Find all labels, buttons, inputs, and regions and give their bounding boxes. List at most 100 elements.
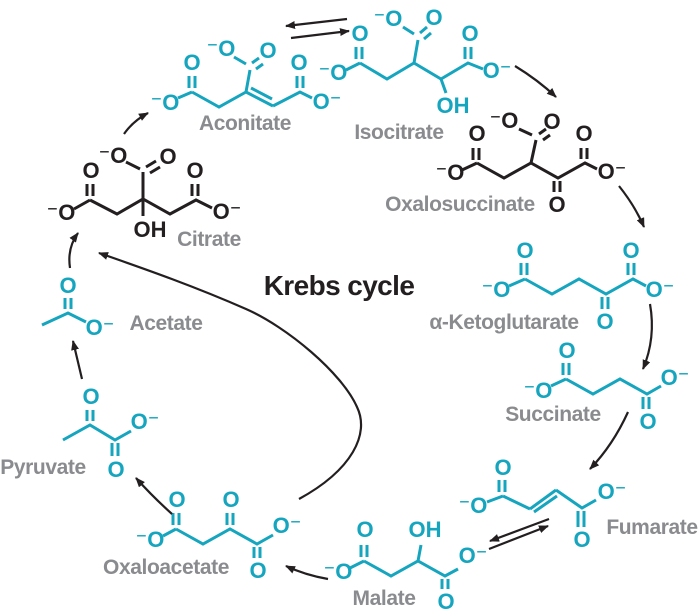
arrow-citrate-to-aconitate <box>123 112 149 135</box>
molecule-acetate: O O⁻ Acetate <box>41 273 203 340</box>
label-ketoglutarate: α-Ketoglutarate <box>429 311 578 334</box>
label-acetate: Acetate <box>129 312 202 335</box>
atom-label: O⁻ <box>598 159 627 184</box>
molecule-fumarate: ⁻O O O O⁻ Fumarate <box>459 455 698 552</box>
arrow-oxaloacetate-to-citrate <box>98 251 362 500</box>
molecule-malate: ⁻O O OH O O⁻ Malate <box>324 517 488 614</box>
label-citrate: Citrate <box>177 228 241 251</box>
equilibrium-arrow-isocitrate-to-aconitate <box>285 17 348 29</box>
aconitate-bonds <box>177 55 313 109</box>
atom-label: O <box>468 121 485 146</box>
oxaloacetate-bonds <box>162 513 274 558</box>
atom-label: O⁻ <box>661 365 690 390</box>
atom-label: O <box>558 338 575 363</box>
arrow-isocitrate-to-oxalosuccinate <box>514 65 557 98</box>
oxalosuccinate-bonds <box>461 127 598 192</box>
atom-label: O <box>494 455 511 480</box>
atom-label: O <box>159 144 176 169</box>
label-aconitate: Aconitate <box>199 112 291 135</box>
atom-label: ⁻O <box>374 6 403 31</box>
atom-label: OH <box>134 217 167 242</box>
atom-label: ⁻O <box>324 559 353 584</box>
fumarate-bonds <box>486 480 597 527</box>
equilibrium-arrow-aconitate-to-isocitrate <box>290 28 350 40</box>
atom-label: O <box>259 38 276 63</box>
atom-label: O⁻ <box>86 315 115 340</box>
atom-label: ⁻O <box>490 108 519 133</box>
molecule-pyruvate: O O⁻ O Pyruvate <box>0 384 159 482</box>
molecule-aconitate: ⁻O O ⁻O O O O⁻ Aconitate <box>151 36 342 135</box>
label-oxaloacetate: Oxaloacetate <box>103 556 229 579</box>
atom-label: O⁻ <box>646 277 675 302</box>
atom-label: O⁻ <box>213 199 242 224</box>
atom-label: O <box>82 384 99 409</box>
atom-label: O <box>548 192 565 217</box>
molecule-succinate: ⁻O O O O⁻ Succinate <box>505 338 689 434</box>
pyruvate-bonds <box>62 410 132 456</box>
atom-label: ⁻O <box>47 200 76 225</box>
label-succinate: Succinate <box>505 403 601 426</box>
label-fumarate: Fumarate <box>606 516 697 539</box>
arrow-succinate-to-fumarate <box>589 411 630 470</box>
atom-label: O <box>437 589 454 614</box>
atom-label: O <box>107 457 124 482</box>
atom-label: O⁻ <box>483 58 512 83</box>
label-isocitrate: Isocitrate <box>354 121 443 144</box>
atom-label: O <box>290 50 307 75</box>
atom-label: O <box>425 5 442 30</box>
atom-label: O <box>351 21 368 46</box>
atom-label: O <box>59 273 76 298</box>
label-oxalosuccinate: Oxalosuccinate <box>385 193 535 216</box>
atom-label: OH <box>437 93 470 118</box>
atom-label: ⁻O <box>151 90 180 115</box>
cycle-arrows <box>68 17 653 581</box>
atom-label: O <box>222 487 239 512</box>
atom-label: O <box>461 21 478 46</box>
atom-label: OH <box>409 517 442 542</box>
atom-label: O <box>575 121 592 146</box>
atom-label: ⁻O <box>319 60 348 85</box>
atom-label: O <box>168 487 185 512</box>
page-title: Krebs cycle <box>264 270 415 301</box>
atom-label: ⁻O <box>436 160 465 185</box>
label-malate: Malate <box>353 587 416 610</box>
atom-label: O <box>543 109 560 134</box>
atom-label: O <box>639 409 656 434</box>
atom-label: ⁻O <box>482 277 511 302</box>
succinate-bonds <box>550 363 662 409</box>
arrow-pyruvate-to-acetate <box>71 340 84 380</box>
molecule-citrate: ⁻O O ⁻O O OH O O⁻ Citrate <box>47 143 242 251</box>
atom-label: O⁻ <box>273 513 302 538</box>
molecule-oxaloacetate: ⁻O O O O O⁻ Oxaloacetate <box>103 487 301 583</box>
atom-label: O⁻ <box>131 409 160 434</box>
atom-label: O <box>82 158 99 183</box>
molecule-oxalosuccinate: ⁻O O ⁻O O O O O⁻ Oxalosuccinate <box>385 108 626 217</box>
atom-label: O⁻ <box>459 543 488 568</box>
equilibrium-arrow-malate-to-fumarate <box>488 524 549 551</box>
molecule-ketoglutarate: ⁻O O O O O⁻ α-Ketoglutarate <box>429 238 674 334</box>
atom-label: O⁻ <box>313 89 342 114</box>
arrow-oxalosuccinate-to-ketoglutarate <box>618 185 646 228</box>
atom-label: ⁻O <box>207 36 236 61</box>
citrate-bonds <box>73 159 213 216</box>
atom-label: O <box>183 50 200 75</box>
atom-label: O <box>186 158 203 183</box>
atom-label: O <box>516 238 533 263</box>
arrow-acetate-to-citrate <box>68 232 79 269</box>
isocitrate-bonds <box>345 25 484 94</box>
arrow-ketoglutarate-to-succinate <box>641 303 653 370</box>
arrow-oxaloacetate-to-pyruvate <box>135 477 173 515</box>
atom-label: O <box>573 527 590 552</box>
atom-label: ⁻O <box>136 527 165 552</box>
label-pyruvate: Pyruvate <box>0 456 86 479</box>
molecule-isocitrate: ⁻O O ⁻O O OH O O⁻ Isocitrate <box>319 5 512 144</box>
atom-label: O <box>356 517 373 542</box>
equilibrium-arrow-fumarate-to-malate <box>489 517 550 543</box>
acetate-bonds <box>41 298 87 327</box>
arrow-malate-to-oxaloacetate <box>285 565 329 581</box>
ketoglutarate-bonds <box>508 263 647 309</box>
atom-label: ⁻O <box>99 143 128 168</box>
atom-label: O <box>596 309 613 334</box>
malate-bonds <box>349 544 459 589</box>
